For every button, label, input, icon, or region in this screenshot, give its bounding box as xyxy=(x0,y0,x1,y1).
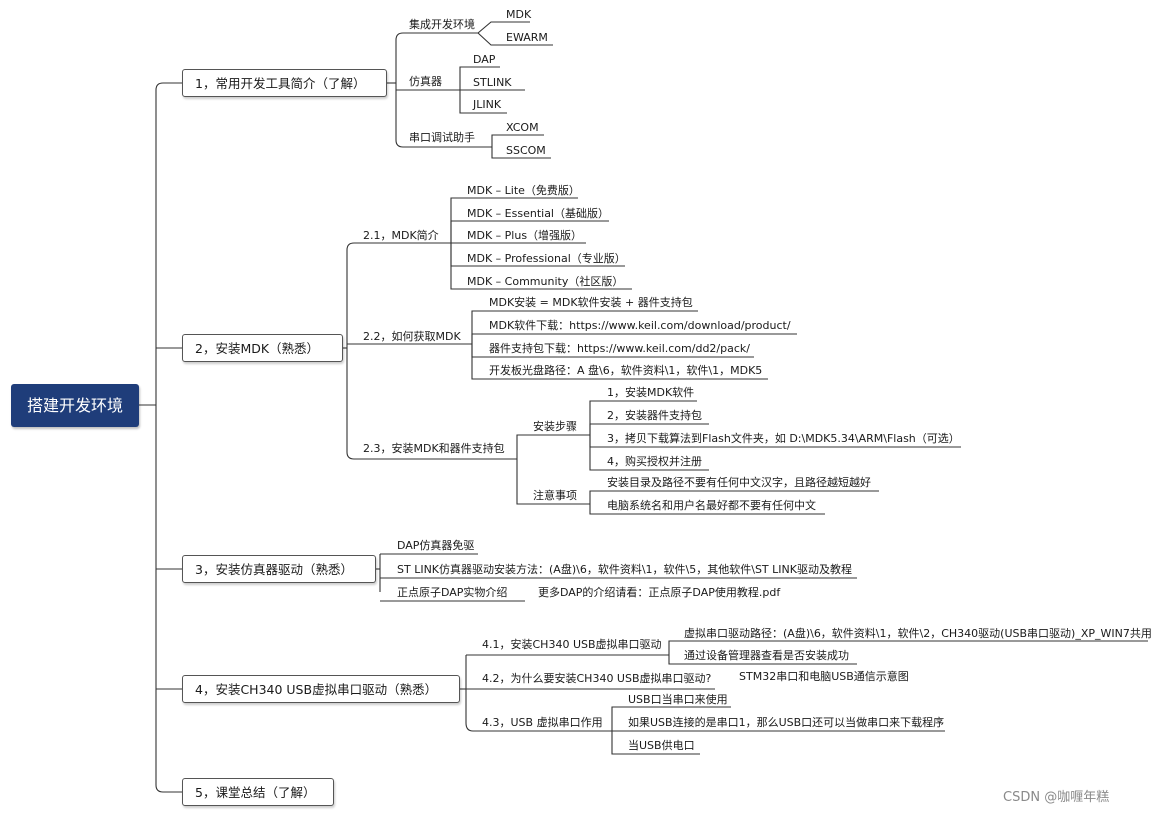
leaf-jlink[interactable]: JLINK xyxy=(473,98,502,111)
leaf-dap-driverless[interactable]: DAP仿真器免驱 xyxy=(397,539,475,552)
leaf-step-2[interactable]: 2，安装器件支持包 xyxy=(607,409,702,422)
leaf-sscom[interactable]: SSCOM xyxy=(506,144,546,157)
topic-summary[interactable]: 5，课堂总结（了解） xyxy=(182,778,334,806)
group-notes[interactable]: 注意事项 xyxy=(533,489,577,502)
group-ide[interactable]: 集成开发环境 xyxy=(409,18,475,31)
leaf-mdk-plus[interactable]: MDK – Plus（增强版） xyxy=(467,229,583,242)
topic-install-mdk[interactable]: 2，安装MDK（熟悉） xyxy=(182,334,343,362)
leaf-mdk[interactable]: MDK xyxy=(506,8,532,21)
leaf-cd-path[interactable]: 开发板光盘路径：A 盘\6，软件资料\1，软件\1，MDK5 xyxy=(489,364,763,377)
topic-dev-tools[interactable]: 1，常用开发工具简介（了解） xyxy=(182,69,387,97)
subtopic-install-ch340[interactable]: 4.1，安装CH340 USB虚拟串口驱动 xyxy=(482,638,662,651)
leaf-mdk-community[interactable]: MDK – Community（社区版） xyxy=(467,275,624,288)
leaf-mdk-professional[interactable]: MDK – Professional（专业版） xyxy=(467,252,626,265)
leaf-dap[interactable]: DAP xyxy=(473,53,496,66)
subtopic-usb-virtual-serial-use[interactable]: 4.3，USB 虚拟串口作用 xyxy=(482,716,603,729)
leaf-xcom[interactable]: XCOM xyxy=(506,121,539,134)
subtopic-mdk-intro[interactable]: 2.1，MDK简介 xyxy=(363,229,439,242)
leaf-mdk-install-formula[interactable]: MDK安装 = MDK软件安装 + 器件支持包 xyxy=(489,296,693,309)
leaf-step-3[interactable]: 3，拷贝下载算法到Flash文件夹，如 D:\MDK5.34\ARM\Flash… xyxy=(607,432,960,445)
subtopic-get-mdk[interactable]: 2.2，如何获取MDK xyxy=(363,330,461,343)
leaf-step-1[interactable]: 1，安装MDK软件 xyxy=(607,386,695,399)
subtopic-why-ch340[interactable]: 4.2，为什么要安装CH340 USB虚拟串口驱动? xyxy=(482,672,712,685)
leaf-stlink-driver[interactable]: ST LINK仿真器驱动安装方法：(A盘)\6，软件资料\1，软件\5，其他软件… xyxy=(397,563,852,576)
note-dap-tutorial: 更多DAP的介绍请看：正点原子DAP使用教程.pdf xyxy=(538,586,781,599)
topic-install-debugger-driver[interactable]: 3，安装仿真器驱动（熟悉） xyxy=(182,555,376,583)
group-install-steps[interactable]: 安装步骤 xyxy=(533,420,577,433)
leaf-pack-download[interactable]: 器件支持包下载：https://www.keil.com/dd2/pack/ xyxy=(489,342,750,355)
leaf-ch340-path[interactable]: 虚拟串口驱动路径：(A盘)\6，软件资料\1，软件\2，CH340驱动(USB串… xyxy=(684,627,1152,640)
leaf-usb-power[interactable]: 当USB供电口 xyxy=(628,739,695,752)
leaf-step-4[interactable]: 4，购买授权并注册 xyxy=(607,455,702,468)
leaf-note-1[interactable]: 安装目录及路径不要有任何中文汉字，且路径越短越好 xyxy=(607,476,871,489)
leaf-dap-intro[interactable]: 正点原子DAP实物介绍 xyxy=(397,586,508,599)
subtopic-install-mdk-pack[interactable]: 2.3，安装MDK和器件支持包 xyxy=(363,442,505,455)
watermark: CSDN @咖喱年糕 xyxy=(1003,790,1110,805)
note-usb-diagram: STM32串口和电脑USB通信示意图 xyxy=(739,670,909,683)
leaf-check-device-manager[interactable]: 通过设备管理器查看是否安装成功 xyxy=(684,649,849,662)
leaf-stlink[interactable]: STLINK xyxy=(473,76,512,89)
leaf-note-2[interactable]: 电脑系统名和用户名最好都不要有任何中文 xyxy=(607,499,816,512)
group-emulator[interactable]: 仿真器 xyxy=(409,75,442,88)
leaf-mdk-essential[interactable]: MDK – Essential（基础版） xyxy=(467,207,609,220)
leaf-mdk-download[interactable]: MDK软件下载：https://www.keil.com/download/pr… xyxy=(489,319,791,332)
group-serial-assistant[interactable]: 串口调试助手 xyxy=(409,131,475,144)
leaf-mdk-lite[interactable]: MDK – Lite（免费版） xyxy=(467,184,580,197)
leaf-usb-download[interactable]: 如果USB连接的是串口1，那么USB口还可以当做串口来下载程序 xyxy=(628,716,945,729)
leaf-usb-as-serial[interactable]: USB口当串口来使用 xyxy=(628,693,728,706)
topic-install-ch340-driver[interactable]: 4，安装CH340 USB虚拟串口驱动（熟悉） xyxy=(182,675,460,703)
leaf-ewarm[interactable]: EWARM xyxy=(506,31,548,44)
root-topic[interactable]: 搭建开发环境 xyxy=(11,384,139,427)
